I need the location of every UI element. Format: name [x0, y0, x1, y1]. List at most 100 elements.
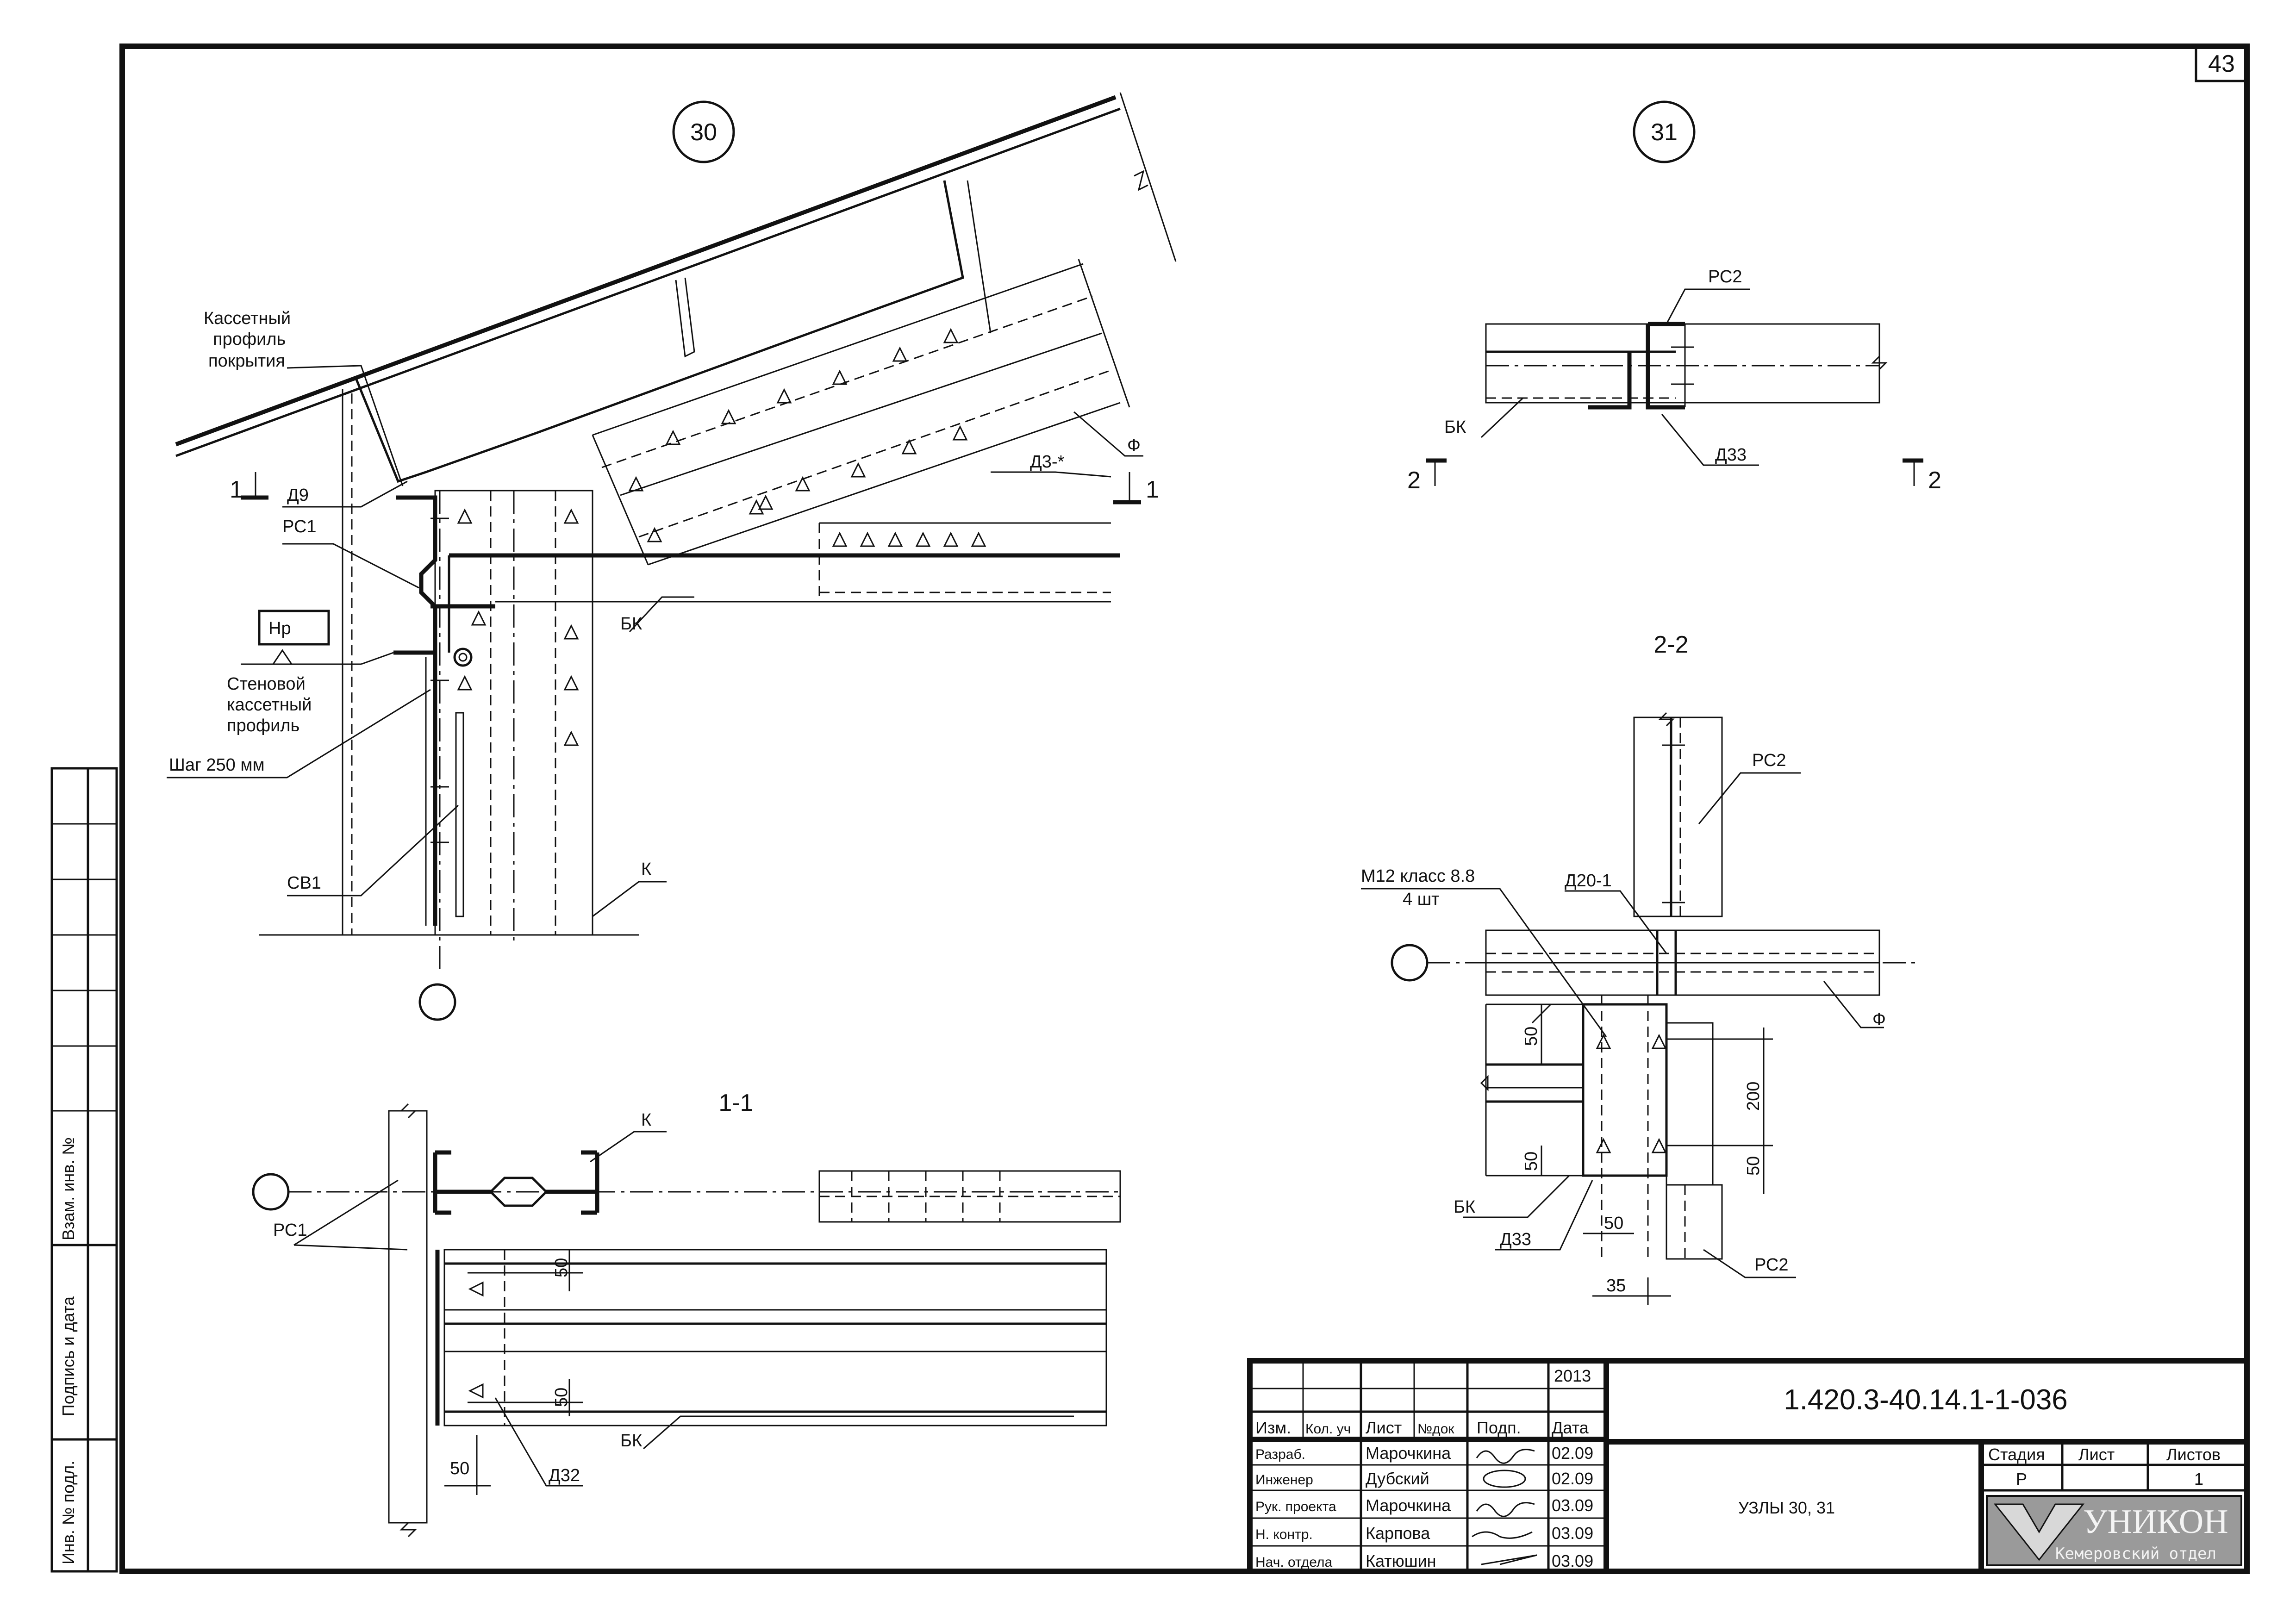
- label-wall-profile-3: профиль: [227, 716, 299, 735]
- tb-sheets-header: Листов: [2166, 1445, 2221, 1464]
- label-bk: БК: [620, 614, 642, 634]
- cut-1-markers: 1 1: [230, 472, 1159, 504]
- label-d3: Д3-*: [1030, 452, 1065, 472]
- roof-cassette-profile: [342, 180, 1130, 935]
- column-fasteners: [457, 508, 579, 746]
- cut-1-right: 1: [1146, 476, 1159, 503]
- node-31-number: 31: [1651, 119, 1678, 146]
- dim-1-1-c: 50: [450, 1459, 469, 1478]
- label-31-d33: Д33: [1715, 445, 1747, 465]
- node-31-labels: РС2 БК Д33: [1444, 267, 1759, 466]
- cut-2-markers: 2 2: [1407, 458, 1941, 494]
- label-2-2-phi: Ф: [1872, 1010, 1886, 1029]
- label-31-rs2: РС2: [1708, 267, 1742, 286]
- section-2-2-axis-bubble: [1391, 944, 1429, 982]
- dim-2-2-35: 35: [1606, 1276, 1626, 1295]
- section-1-1-beam-top: [818, 1170, 1121, 1223]
- rs1-profile: [393, 495, 495, 926]
- title-block-code: 1.420.3-40.14.1-1-036: [1784, 1384, 2068, 1416]
- label-step: Шаг 250 мм: [169, 755, 265, 775]
- label-1-1-k: К: [641, 1110, 651, 1130]
- section-1-1-dims: 50 50 50: [444, 1250, 583, 1495]
- dim-2-2-50d: 50: [1604, 1214, 1623, 1233]
- dim-2-2-200: 200: [1744, 1082, 1763, 1111]
- tb-stage-value: Р: [2016, 1470, 2027, 1488]
- tb-row-5-role: Нач. отдела: [1255, 1555, 1332, 1570]
- section-2-2-dims: 50 200 50 50 50 35: [1522, 1003, 1773, 1305]
- section-2-2-title: 2-2: [1653, 631, 1688, 658]
- section-2-2-upper-post: [1633, 712, 1723, 917]
- node-30-axis-bubble: [418, 983, 456, 1021]
- tb-row-1-role: Разраб.: [1255, 1447, 1305, 1462]
- node-31-beams: [1485, 322, 1888, 410]
- side-stamp-inv-orig: Инв. № подл.: [59, 1461, 78, 1564]
- label-31-bk: БК: [1444, 417, 1466, 437]
- title-block: 2013 1.420.3-40.14.1-1-036 Изм. Кол. уч …: [1247, 1358, 2250, 1574]
- label-phi: Ф: [1127, 436, 1141, 455]
- tb-row-5-name: Катюшин: [1366, 1551, 1436, 1570]
- tb-row-4-date: 03.09: [1552, 1524, 1593, 1543]
- section-1-1-column: [388, 1103, 599, 1538]
- org-logo: УНИКОН Кемеровский отдел: [1986, 1495, 2242, 1566]
- signature-marks: [1472, 1449, 1537, 1565]
- roof-sheet: [175, 92, 1177, 457]
- label-wall-profile-2: кассетный: [227, 695, 312, 715]
- beam-bk: [448, 522, 1120, 653]
- section-1-1: 1-1: [252, 1090, 1121, 1538]
- label-sv1: СВ1: [287, 873, 321, 893]
- section-1-1-beam-bk: [435, 1249, 1107, 1426]
- label-1-1-bk: БК: [620, 1431, 642, 1451]
- tb-stage-header: Стадия: [1988, 1445, 2045, 1464]
- label-2-2-bk: БК: [1454, 1197, 1475, 1217]
- org-subtitle: Кемеровский отдел: [2055, 1544, 2216, 1563]
- tb-row-3-name: Марочкина: [1366, 1496, 1451, 1515]
- label-wall-profile-1: Стеновой: [227, 674, 306, 694]
- tb-header-ndoc: №док: [1417, 1421, 1454, 1437]
- node-30-marker: [672, 100, 735, 163]
- tb-row-1-date: 02.09: [1552, 1444, 1593, 1463]
- section-2-2-lower-post: [1666, 1184, 1723, 1260]
- label-d9: Д9: [287, 486, 309, 505]
- label-k: К: [641, 859, 651, 879]
- section-2-2: 2-2: [1361, 631, 1916, 1305]
- node-31: 31 2 2 РС2 БК Д3: [1407, 100, 1941, 494]
- side-stamp: Инв. № подл. Подпись и дата Взам. инв. №: [50, 767, 118, 1573]
- org-name: УНИКОН: [2083, 1503, 2228, 1541]
- dim-2-2-50a: 50: [1522, 1027, 1541, 1046]
- node-30-number: 30: [690, 119, 717, 146]
- label-2-2-bolt-1: М12 класс 8.8: [1361, 866, 1475, 886]
- title-block-title: УЗЛЫ 30, 31: [1738, 1498, 1835, 1517]
- section-1-1-axis-bubble: [252, 1173, 290, 1211]
- label-1-1-rs1: РС1: [273, 1221, 307, 1240]
- label-2-2-rs2-top: РС2: [1752, 751, 1786, 770]
- label-2-2-rs2-bottom: РС2: [1754, 1255, 1789, 1275]
- section-1-1-title: 1-1: [718, 1090, 753, 1116]
- cut-2-left: 2: [1407, 467, 1421, 494]
- tb-header-list: Лист: [1366, 1418, 1402, 1437]
- tb-sheets-value: 1: [2194, 1470, 2203, 1488]
- node-30: 30: [167, 92, 1177, 1021]
- tb-row-3-date: 03.09: [1552, 1496, 1593, 1515]
- section-2-2-labels: РС2 М12 класс 8.8 4 шт Д20-1 Ф БК Д33 РС…: [1361, 751, 1886, 1278]
- tb-sheet-header: Лист: [2078, 1445, 2115, 1464]
- sheet-number: 43: [2208, 50, 2235, 77]
- label-hp: Нр: [268, 619, 291, 638]
- tb-row-2-date: 02.09: [1552, 1469, 1593, 1488]
- tb-header-izm: Изм.: [1255, 1418, 1291, 1437]
- title-block-year: 2013: [1554, 1366, 1591, 1385]
- dim-1-1-a: 50: [552, 1258, 571, 1277]
- side-stamp-inv-replace: Взам. инв. №: [59, 1137, 78, 1240]
- section-2-2-plates: [1480, 995, 1714, 1259]
- sheet-frame: 43: [119, 44, 2250, 1574]
- label-roof-profile-3: покрытия: [208, 351, 285, 371]
- dim-2-2-50c: 50: [1522, 1152, 1541, 1171]
- tb-row-2-role: Инженер: [1255, 1472, 1313, 1488]
- tb-row-1-name: Марочкина: [1366, 1444, 1451, 1463]
- section-1-1-labels: К РС1 БК Д32: [273, 1110, 1074, 1487]
- tb-row-5-date: 03.09: [1552, 1551, 1593, 1570]
- label-roof-profile-2: профиль: [213, 330, 286, 349]
- label-2-2-d20: Д20-1: [1565, 871, 1612, 891]
- dim-2-2-50b: 50: [1744, 1156, 1763, 1176]
- node-31-marker: [1633, 100, 1696, 163]
